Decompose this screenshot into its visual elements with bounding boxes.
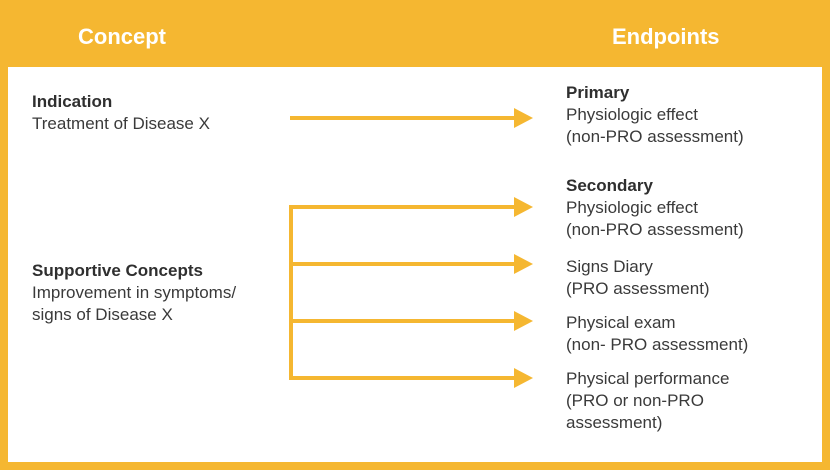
primary-line-1: Physiologic effect: [566, 105, 698, 124]
secondary-item-1-line-2: (non-PRO assessment): [566, 220, 744, 239]
supportive-line-1: Improvement in symptoms/: [32, 283, 237, 302]
branch-arrow-head-2: [514, 254, 533, 274]
branch-arrow-shaft-2: [289, 262, 516, 266]
indication-arrow-shaft: [290, 116, 516, 120]
secondary-endpoint-block-4: Physical performance (PRO or non-PRO ass…: [566, 368, 729, 434]
secondary-item-4-line-1: Physical performance: [566, 369, 730, 388]
primary-heading: Primary: [566, 83, 630, 102]
secondary-item-1-line-1: Physiologic effect: [566, 198, 698, 217]
indication-arrow-head: [514, 108, 533, 128]
branch-arrow-head-1: [514, 197, 533, 217]
branch-arrow-shaft-1: [289, 205, 516, 209]
indication-block: Indication Treatment of Disease X: [32, 91, 210, 135]
secondary-endpoint-block-3: Physical exam (non- PRO assessment): [566, 312, 748, 356]
supportive-bracket-line: [289, 205, 293, 380]
supportive-heading: Supportive Concepts: [32, 261, 203, 280]
supportive-concepts-block: Supportive Concepts Improvement in sympt…: [32, 260, 236, 326]
secondary-item-4-line-3: assessment): [566, 413, 663, 432]
secondary-item-4-line-2: (PRO or non-PRO: [566, 391, 704, 410]
indication-heading: Indication: [32, 92, 113, 111]
branch-arrow-shaft-4: [289, 376, 516, 380]
endpoints-header: Endpoints: [612, 24, 720, 49]
secondary-heading: Secondary: [566, 176, 653, 195]
secondary-item-3-line-2: (non- PRO assessment): [566, 335, 749, 354]
secondary-endpoint-block-1: Secondary Physiologic effect (non-PRO as…: [566, 175, 744, 241]
primary-line-2: (non-PRO assessment): [566, 127, 744, 146]
secondary-endpoint-block-2: Signs Diary (PRO assessment): [566, 256, 710, 300]
secondary-item-2-line-2: (PRO assessment): [566, 279, 710, 298]
supportive-line-2: signs of Disease X: [32, 305, 173, 324]
secondary-item-3-line-1: Physical exam: [566, 313, 676, 332]
primary-endpoint-block: Primary Physiologic effect (non-PRO asse…: [566, 82, 744, 148]
branch-arrow-head-4: [514, 368, 533, 388]
branch-arrow-head-3: [514, 311, 533, 331]
indication-text: Treatment of Disease X: [32, 114, 210, 133]
concept-header: Concept: [78, 24, 166, 49]
branch-arrow-shaft-3: [289, 319, 516, 323]
secondary-item-2-line-1: Signs Diary: [566, 257, 653, 276]
